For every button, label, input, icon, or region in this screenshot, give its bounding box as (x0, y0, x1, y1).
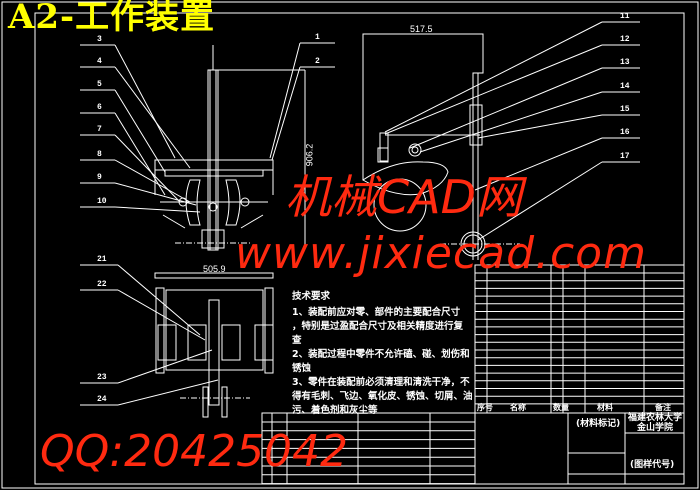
callout-number: 17 (620, 152, 630, 161)
callout-number: 10 (97, 197, 107, 206)
leader-line (384, 21, 603, 133)
leader-line (117, 289, 206, 341)
leader-lines (80, 21, 640, 406)
leader-line (114, 89, 166, 173)
tech-req-line: 3、零件在装配前必须清理和清洗干净，不 (292, 377, 470, 388)
callout-number: 15 (620, 105, 630, 114)
tech-req-line: ，特别是过盈配合尺寸及相关精度进行复 (292, 321, 464, 332)
watermark-url: www.jixiecad.com (235, 228, 647, 279)
callout-number: 6 (97, 103, 102, 112)
leader-line (477, 161, 603, 241)
callout-number: 14 (620, 82, 630, 91)
front-view (154, 45, 306, 251)
top-view (154, 272, 274, 418)
callout-number: 7 (97, 125, 102, 134)
leader-line (114, 66, 191, 169)
callout-number: 1 (315, 33, 320, 42)
callout-number: 8 (97, 150, 102, 159)
leader-line (117, 349, 213, 384)
leader-line (477, 114, 603, 139)
drawing-title: A2-工作装置 (8, 0, 216, 37)
leader-line (474, 137, 603, 191)
leader-line (419, 91, 603, 153)
callout-number: 5 (97, 80, 102, 89)
dimension-side-width: 517.5 (410, 24, 433, 34)
drawing-code: (图样代号) (630, 460, 675, 470)
tech-req-line: 2、装配过程中零件不允许磕、碰、划伤和 (292, 349, 470, 360)
callout-number: 21 (97, 255, 107, 264)
parts-header-name: 名称 (510, 403, 526, 412)
watermark-site-name: 机械CAD网 (285, 170, 523, 224)
side-view (362, 33, 520, 260)
leader-line (384, 44, 603, 135)
callout-number: 22 (97, 280, 107, 289)
leader-line (114, 182, 197, 206)
dimension-top-width: 505.9 (203, 264, 226, 274)
callout-number: 3 (97, 35, 102, 44)
parts-header-remarks: 备注 (655, 403, 671, 412)
leader-line (269, 42, 301, 159)
parts-header-material: 材料 (597, 403, 613, 412)
callout-number: 9 (97, 173, 102, 182)
school-name: 福建农林大学 (628, 413, 683, 423)
leader-line (114, 206, 201, 213)
tech-req-heading: 技术要求 (292, 291, 331, 302)
title-block-and-parts-list (261, 264, 685, 485)
leader-line (409, 67, 603, 149)
leader-line (117, 379, 219, 406)
callout-number: 24 (97, 395, 107, 404)
watermark-qq: QQ:20425042 (40, 426, 349, 477)
callout-number: 2 (315, 57, 320, 66)
leader-line (114, 112, 166, 196)
callout-number: 16 (620, 128, 630, 137)
leader-line (271, 66, 301, 161)
dimension-front-height: 906.2 (304, 143, 315, 167)
callout-number: 12 (620, 35, 630, 44)
tech-req-line: 污、着色剂和灰尘等 (292, 405, 378, 416)
leader-line (117, 264, 201, 336)
material-mark: (材料标记) (576, 419, 621, 429)
tech-req-line: 1、装配前应对零、部件的主要配合尺寸 (292, 307, 461, 318)
tech-req-line: 查 (292, 335, 302, 346)
school-college: 金山学院 (637, 423, 674, 433)
parts-header-qty: 数量 (553, 403, 569, 412)
callout-number: 23 (97, 373, 107, 382)
leader-line (114, 44, 176, 159)
callout-number: 13 (620, 58, 630, 67)
callout-number: 4 (97, 57, 102, 66)
tech-req-line: 得有毛刺、飞边、氧化皮、锈蚀、切屑、油 (292, 391, 473, 402)
parts-header-no: 序号 (477, 403, 493, 412)
callout-number: 11 (620, 12, 630, 21)
tech-req-line: 锈蚀 (292, 363, 312, 374)
leader-line (114, 159, 191, 203)
